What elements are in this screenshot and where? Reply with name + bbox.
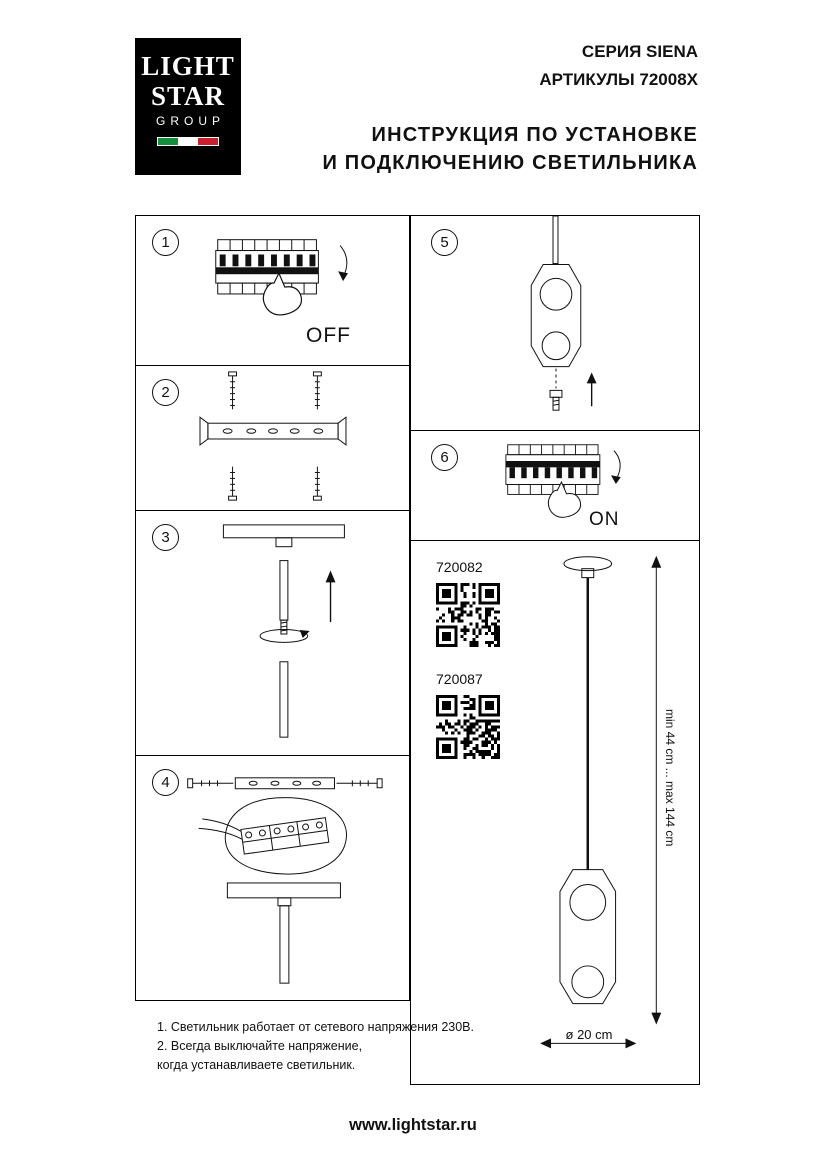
rod-assembly-illustration xyxy=(222,524,345,738)
height-dimension-label: min 44 cm ... max 144 cm xyxy=(663,709,677,847)
website-url: www.lightstar.ru xyxy=(349,1116,477,1134)
step-4-panel: 4 xyxy=(135,755,410,1001)
logo-text-star: STAR xyxy=(150,81,226,111)
circuit-breakers-on-illustration xyxy=(505,444,621,518)
step-3-number: 3 xyxy=(152,524,179,551)
step-5-panel: 5 xyxy=(410,215,700,431)
logo-text-light: LIGHT xyxy=(141,51,235,81)
step-5-number: 5 xyxy=(431,229,458,256)
wiring-terminal-illustration xyxy=(187,777,383,984)
step-2-number: 2 xyxy=(152,379,179,406)
circuit-breakers-off-illustration xyxy=(215,239,348,316)
step-6-panel: 6 xyxy=(410,430,700,541)
step-2-panel: 2 xyxy=(135,365,410,511)
document-titles: СЕРИЯ SIENA АРТИКУЛЫ 72008X ИНСТРУКЦИЯ П… xyxy=(322,42,698,177)
note-line-2: 2. Всегда выключайте напряжение, xyxy=(157,1039,363,1053)
step-1-panel: 1 xyxy=(135,215,410,366)
mounting-bracket-illustration xyxy=(199,371,347,501)
step-1-number: 1 xyxy=(152,229,179,256)
product-code-2: 720087 xyxy=(436,671,483,687)
shade-install-illustration xyxy=(530,216,597,411)
qr-code-1 xyxy=(436,583,500,647)
product-panel: 720082 720087 min 44 cm ... max 144 cm ø… xyxy=(410,540,700,1085)
series-title: СЕРИЯ SIENA xyxy=(581,42,698,61)
instruction-title-line1: ИНСТРУКЦИЯ ПО УСТАНОВКЕ xyxy=(371,124,698,146)
safety-notes: 1. Светильник работает от сетевого напря… xyxy=(157,1018,474,1075)
qr-code-2 xyxy=(436,695,500,759)
off-label: OFF xyxy=(306,324,351,347)
note-line-1: 1. Светильник работает от сетевого напря… xyxy=(157,1020,474,1034)
articles-title: АРТИКУЛЫ 72008X xyxy=(539,70,698,89)
product-code-1: 720082 xyxy=(436,559,483,575)
step-6-number: 6 xyxy=(431,444,458,471)
lightstar-logo: LIGHT STAR GROUP xyxy=(135,38,241,175)
note-line-3: когда устанавливаете светильник. xyxy=(157,1058,356,1072)
step-4-number: 4 xyxy=(152,769,179,796)
on-label: ON xyxy=(589,509,620,530)
diameter-dimension-label: ø 20 cm xyxy=(565,1027,613,1042)
pendant-lamp-drawing xyxy=(540,555,662,1049)
step-3-panel: 3 xyxy=(135,510,410,756)
logo-text-group: GROUP xyxy=(155,114,225,128)
instruction-title-line2: И ПОДКЛЮЧЕНИЮ СВЕТИЛЬНИКА xyxy=(322,152,698,174)
pointing-hand-icon xyxy=(262,271,303,316)
italian-flag-icon xyxy=(157,137,219,146)
instruction-title: ИНСТРУКЦИЯ ПО УСТАНОВКЕ И ПОДКЛЮЧЕНИЮ СВ… xyxy=(322,121,698,177)
pointing-hand-icon xyxy=(547,480,582,518)
